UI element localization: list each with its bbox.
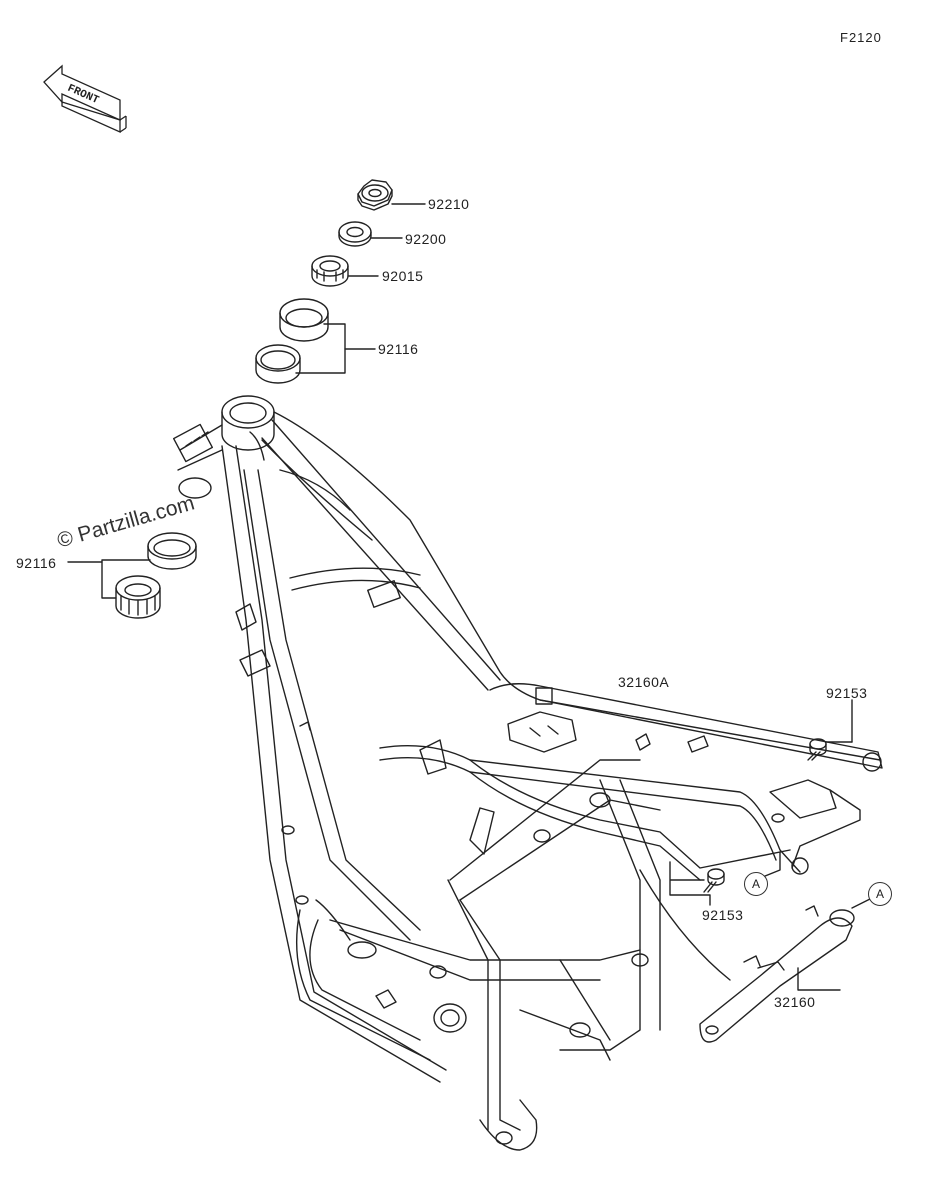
part-number-92153-upper[interactable]: 92153 (826, 685, 868, 701)
bolt-icon (703, 868, 725, 893)
bearing-lower-icon (115, 575, 161, 619)
part-number-92116-lower[interactable]: 92116 (16, 555, 57, 571)
nut-icon (357, 179, 393, 211)
bearing-lower-race-icon (147, 532, 197, 570)
part-number-92200[interactable]: 92200 (405, 231, 447, 247)
part-number-92015[interactable]: 92015 (382, 268, 424, 284)
bearing-race-icon (255, 344, 301, 384)
steering-head (172, 395, 275, 499)
washer-icon (338, 221, 372, 247)
part-number-32160[interactable]: 32160 (774, 994, 816, 1010)
callout-a-subframe: A (868, 882, 892, 906)
bearing-upper-icon (279, 298, 329, 342)
part-number-92153-lower[interactable]: 92153 (702, 907, 744, 923)
front-arrow-icon: FRONT (40, 60, 130, 135)
part-number-92210[interactable]: 92210 (428, 196, 470, 212)
lock-nut-icon (311, 255, 349, 287)
bolt-icon (807, 738, 827, 761)
part-number-32160a[interactable]: 32160A (618, 674, 670, 690)
subframe-part (699, 905, 855, 1043)
part-number-92116-upper[interactable]: 92116 (378, 341, 419, 357)
callout-a-frame: A (744, 872, 768, 896)
figure-code: F2120 (840, 30, 882, 45)
